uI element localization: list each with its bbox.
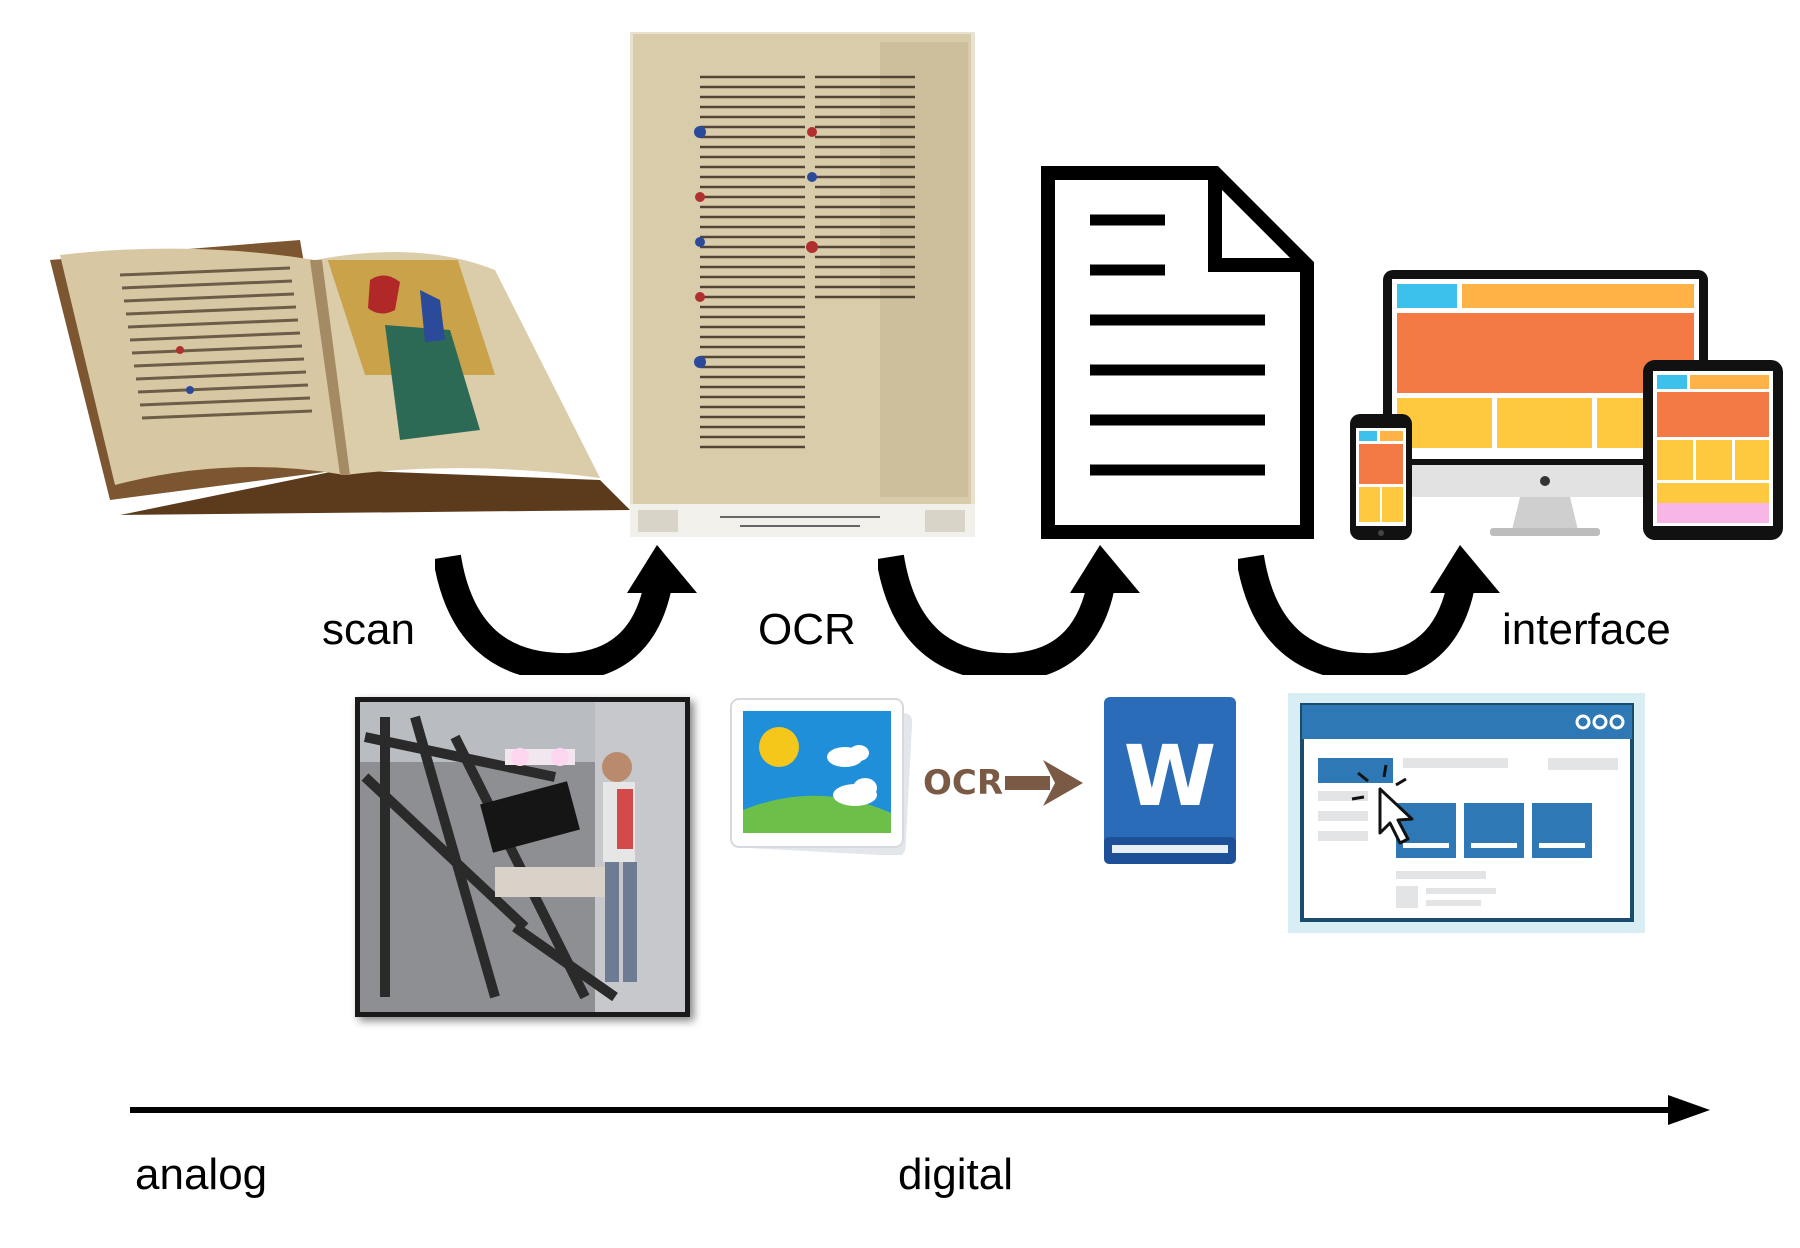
ocr-arrow	[878, 545, 1148, 675]
ocr-label: OCR	[758, 605, 856, 654]
scan-arrow	[435, 545, 705, 675]
open-book-image	[40, 230, 640, 520]
responsive-devices-icon	[1350, 268, 1790, 548]
browser-window-icon	[1288, 693, 1645, 933]
text-document-icon	[1040, 165, 1315, 540]
interface-arrow	[1238, 545, 1508, 675]
svg-text:W: W	[1124, 727, 1217, 825]
book-scanner-photo	[355, 697, 690, 1017]
timeline-arrow	[130, 1095, 1710, 1125]
scanned-page-image	[630, 32, 975, 537]
timeline-start-label: analog	[135, 1150, 268, 1199]
word-document-icon: W	[1104, 697, 1236, 864]
interface-label: interface	[1502, 605, 1671, 654]
image-file-icon	[727, 695, 912, 855]
inline-ocr-label: OCR	[923, 763, 1004, 803]
scan-label: scan	[322, 605, 415, 654]
timeline-end-label: digital	[898, 1150, 1013, 1199]
inline-ocr-arrow	[1005, 758, 1085, 808]
